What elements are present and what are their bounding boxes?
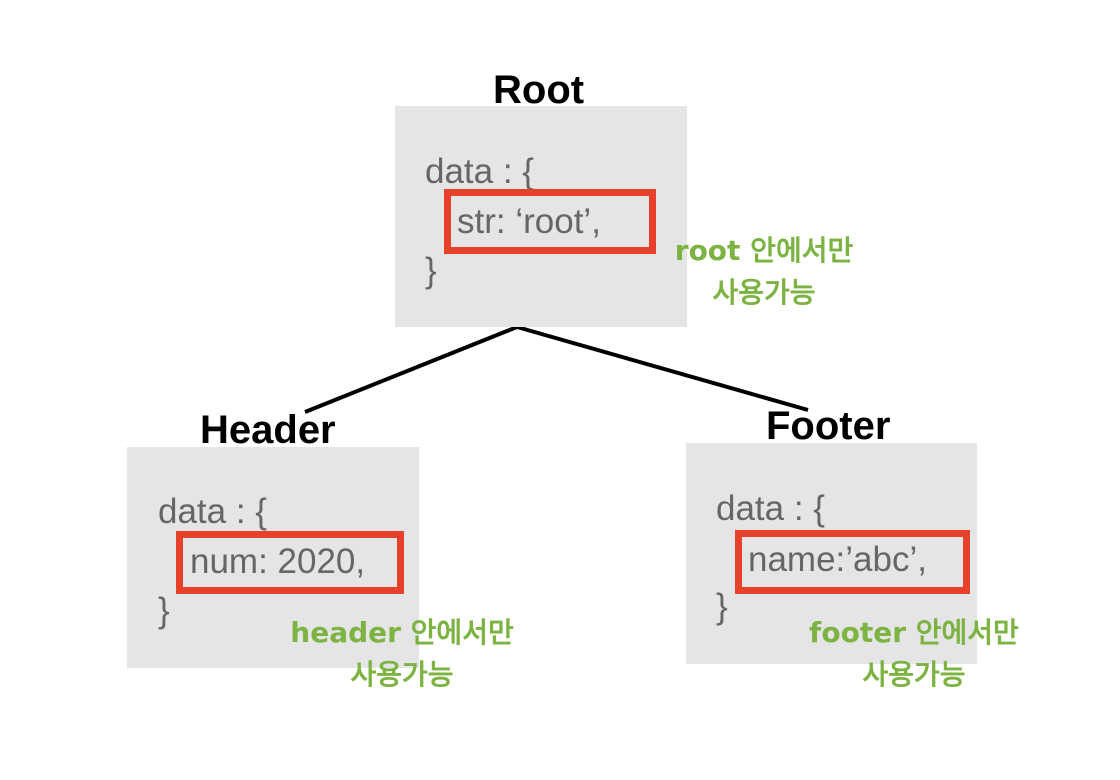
header-note-line2: 사용가능 — [350, 658, 454, 691]
root-data-box — [395, 106, 687, 327]
header-code-close: } — [158, 591, 170, 630]
root-code-line: str: ‘root’, — [457, 202, 601, 241]
root-note-line1: root 안에서만 — [674, 234, 854, 267]
footer-data-box — [686, 443, 977, 664]
footer-code-close: } — [716, 587, 728, 626]
root-note: root 안에서만 사용가능 — [664, 230, 864, 314]
header-note: header 안에서만 사용가능 — [282, 612, 522, 696]
footer-code-open: data : { — [716, 489, 825, 528]
header-title: Header — [200, 408, 336, 452]
header-data-box — [127, 447, 419, 668]
root-highlight-box — [444, 189, 656, 254]
header-code-open: data : { — [158, 492, 267, 531]
footer-note-line2: 사용가능 — [862, 658, 966, 691]
header-note-line1: header 안에서만 — [290, 616, 514, 649]
header-code-line: num: 2020, — [190, 542, 366, 581]
header-highlight-box — [176, 531, 404, 594]
root-code-close: } — [425, 251, 437, 290]
root-to-header-line — [304, 325, 518, 414]
root-note-line2: 사용가능 — [712, 276, 816, 309]
footer-note: footer 안에서만 사용가능 — [798, 612, 1030, 696]
root-code-open: data : { — [425, 152, 534, 191]
footer-note-line1: footer 안에서만 — [809, 616, 1019, 649]
footer-code-line: name:’abc’, — [748, 540, 927, 579]
footer-title: Footer — [766, 404, 891, 448]
root-to-footer-line — [516, 325, 809, 412]
footer-highlight-box — [735, 530, 970, 594]
root-title: Root — [493, 68, 585, 112]
